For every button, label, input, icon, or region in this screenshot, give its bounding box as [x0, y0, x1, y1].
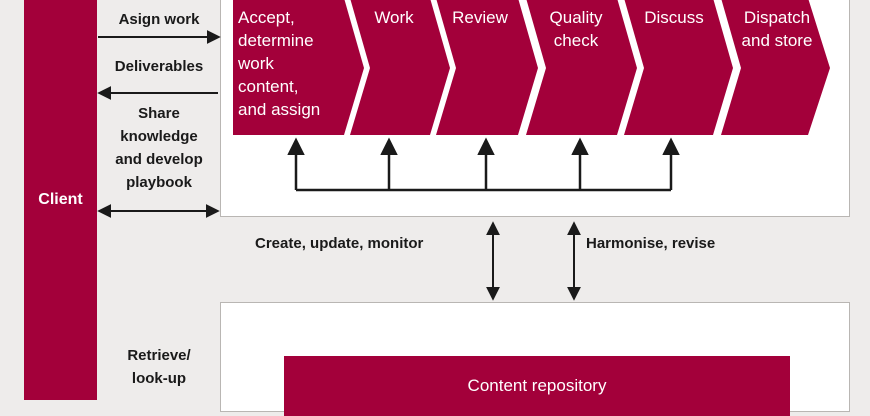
chevron-accept	[233, 0, 364, 135]
chevron-quality-check	[526, 0, 637, 135]
retrieve-label: Retrieve/ look-up	[127, 347, 191, 387]
create-update-monitor-label: Create, update, monitor	[255, 235, 424, 252]
share-knowledge-label: Share knowledge and develop playbook	[115, 105, 203, 191]
client-arrows	[97, 30, 221, 218]
assign-work-label: Asign work	[118, 11, 200, 28]
chevron-work	[350, 0, 450, 135]
chevron-discuss	[624, 0, 733, 135]
step-review-label: Review	[452, 8, 508, 27]
feedback-arrows	[287, 137, 680, 192]
deliverables-label: Deliverables	[114, 58, 204, 75]
process-diagram	[97, 0, 830, 301]
chevron-dispatch	[721, 0, 830, 135]
chevron-review	[436, 0, 538, 135]
client-bar: Client	[24, 0, 97, 400]
harmonise-revise-label: Harmonise, revise	[586, 235, 716, 252]
step-work-label: Work	[374, 8, 414, 27]
client-label: Client	[38, 191, 83, 208]
step-accept-label: Accept, determine work content, and assi…	[238, 8, 321, 119]
panel-links	[486, 221, 581, 301]
step-discuss-label: Discuss	[644, 8, 704, 27]
step-dispatch-label: Dispatch and store	[741, 8, 813, 50]
step-quality-check-label: Quality check	[549, 8, 603, 50]
